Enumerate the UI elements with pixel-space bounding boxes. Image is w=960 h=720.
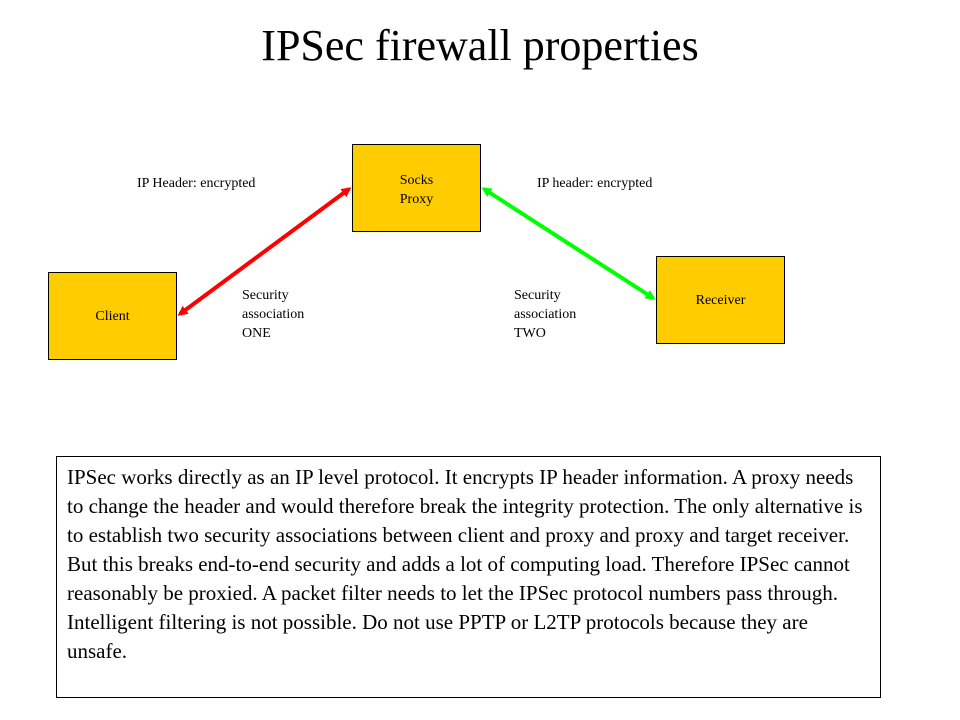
sa-two-line: association (514, 307, 577, 322)
client-label: Client (95, 308, 130, 324)
receiver-label: Receiver (695, 292, 746, 308)
proxy-receiver-arrow (481, 187, 656, 300)
description-text: IPSec works directly as an IP level prot… (67, 465, 863, 663)
ip-header-right-label: IP header: encrypted (537, 176, 653, 191)
socks-proxy-label: Socks Proxy (399, 173, 434, 207)
client-node: Client (48, 272, 177, 360)
slide-title: IPSec firewall properties (261, 21, 699, 70)
socks-proxy-node: Socks Proxy (352, 144, 481, 232)
sa-one-line: ONE (242, 326, 271, 341)
security-association-two: Security association TWO (514, 286, 576, 343)
sa-two-line: Security (514, 288, 561, 303)
description-textbox: IPSec works directly as an IP level prot… (56, 456, 881, 698)
sa-two-line: TWO (514, 326, 546, 341)
sa-one-line: Security (242, 288, 289, 303)
sa-one-line: association (242, 307, 305, 322)
security-association-one: Security association ONE (242, 286, 304, 343)
client-proxy-arrow (177, 187, 352, 316)
receiver-node: Receiver (656, 256, 785, 344)
ip-header-left-label: IP Header: encrypted (137, 176, 256, 191)
